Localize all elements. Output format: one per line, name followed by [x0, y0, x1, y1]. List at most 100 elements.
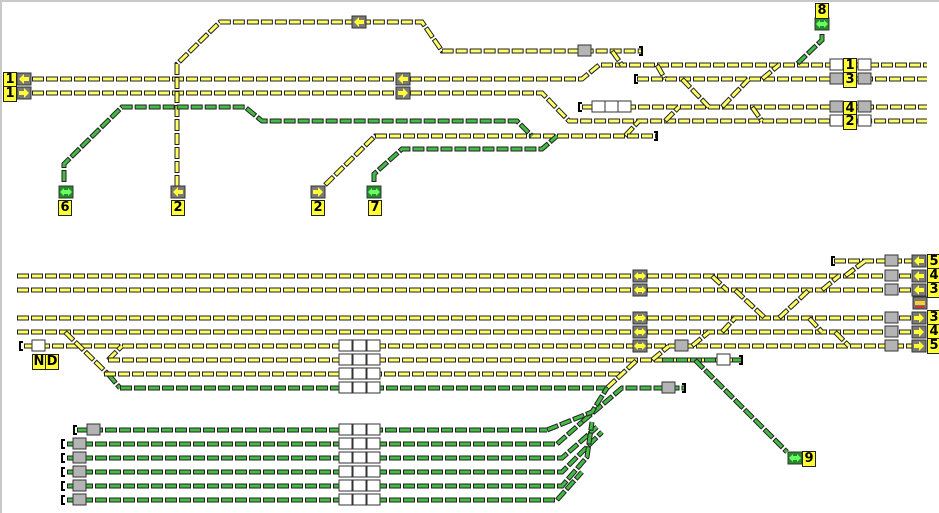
track-section-box[interactable] [884, 325, 899, 338]
platform-section-box[interactable] [857, 72, 872, 85]
track-segment-route-set[interactable] [693, 358, 789, 454]
track-segment[interactable] [32, 90, 927, 124]
track-fill [795, 34, 824, 66]
crossing-section-box[interactable] [366, 339, 381, 352]
platform-section-box[interactable] [829, 100, 844, 113]
arrow-left-icon [914, 271, 924, 281]
crossing-section-box[interactable] [352, 353, 367, 366]
track-section-box[interactable] [661, 381, 676, 394]
crossing-section-box[interactable] [338, 423, 353, 436]
track-segment[interactable] [690, 330, 711, 348]
platform-section-box[interactable] [857, 114, 872, 127]
track-segment[interactable] [63, 330, 110, 376]
track-segment-route-set[interactable] [795, 34, 825, 66]
crossing-section-box[interactable] [338, 437, 353, 450]
track-segment[interactable] [749, 105, 765, 123]
track-segment[interactable] [843, 259, 867, 278]
crossing-section-box[interactable] [366, 479, 381, 492]
platform-section-box[interactable] [857, 58, 872, 71]
track-fill [67, 471, 584, 502]
track-section-box[interactable] [674, 339, 689, 352]
track-section-box[interactable] [716, 353, 731, 366]
crossing-section-box[interactable] [338, 353, 353, 366]
track-segment[interactable] [605, 358, 639, 390]
track-segment[interactable] [654, 63, 668, 81]
track-section-box[interactable] [72, 437, 87, 450]
crossing-section-box[interactable] [338, 493, 353, 506]
crossing-section-box[interactable] [352, 381, 367, 394]
track-segment[interactable] [609, 49, 625, 67]
crossing-section-box[interactable] [352, 465, 367, 478]
crossing-section-box[interactable] [338, 451, 353, 464]
track-segment-route-set[interactable] [67, 421, 595, 489]
crossing-section-box[interactable] [352, 493, 367, 506]
crossing-section-box[interactable] [352, 339, 367, 352]
crossing-section-box[interactable] [366, 451, 381, 464]
track-segment-route-set[interactable] [67, 430, 604, 475]
track-section-box[interactable] [72, 479, 87, 492]
crossing-section-box[interactable] [352, 437, 367, 450]
crossing-section-box[interactable] [352, 367, 367, 380]
crossing-section-box[interactable] [352, 451, 367, 464]
crossing-section-box[interactable] [352, 479, 367, 492]
platform-section-box[interactable] [829, 72, 844, 85]
track-segment[interactable] [777, 288, 811, 320]
crossing-section-box[interactable] [338, 465, 353, 478]
track-segment[interactable] [820, 274, 841, 292]
track-section-box[interactable] [31, 339, 46, 352]
track-segment[interactable] [32, 62, 927, 82]
track-segment[interactable] [663, 105, 681, 123]
track-section-box[interactable] [72, 493, 87, 506]
track-section-box[interactable] [617, 100, 632, 113]
crossing-section-box[interactable] [338, 367, 353, 380]
track-segment[interactable] [733, 288, 767, 320]
track-section-box[interactable] [884, 339, 899, 352]
track-section-box[interactable] [72, 465, 87, 478]
track-section-box[interactable] [884, 254, 899, 267]
track-section-box[interactable] [884, 283, 899, 296]
track-segment-route-set[interactable] [67, 470, 584, 503]
track-segment[interactable] [720, 316, 737, 334]
track-segment[interactable] [833, 330, 851, 348]
buffer-stop [634, 74, 638, 84]
track-section-box[interactable] [604, 100, 619, 113]
track-section-box[interactable] [884, 269, 899, 282]
nd-label-n[interactable]: N [32, 354, 46, 370]
crossing-section-box[interactable] [338, 479, 353, 492]
track-segment[interactable] [680, 77, 711, 109]
track-segment-route-set[interactable] [67, 425, 599, 461]
track-fill [610, 50, 624, 66]
track-segment[interactable] [650, 344, 671, 362]
track-section-box[interactable] [591, 100, 606, 113]
crossing-section-box[interactable] [366, 381, 381, 394]
platform-section-box[interactable] [829, 58, 844, 71]
crossing-section-box[interactable] [366, 353, 381, 366]
crossing-section-box[interactable] [338, 381, 353, 394]
track-segment[interactable] [710, 274, 729, 292]
crossing-section-box[interactable] [366, 437, 381, 450]
track-section-box[interactable] [72, 451, 87, 464]
crossing-section-box[interactable] [352, 423, 367, 436]
buffer-stop [578, 102, 582, 112]
platform-section-box[interactable] [857, 100, 872, 113]
nd-label-d[interactable]: D [45, 354, 59, 370]
crossing-section-box[interactable] [366, 423, 381, 436]
crossing-section-box[interactable] [366, 367, 381, 380]
crossing-section-box[interactable] [366, 493, 381, 506]
track-segment[interactable] [720, 77, 751, 109]
platform-section-box[interactable] [829, 114, 844, 127]
track-segment-route-set[interactable] [67, 420, 584, 447]
track-segment-route-set[interactable] [371, 134, 559, 182]
crossing-section-box[interactable] [366, 465, 381, 478]
track-segment[interactable] [760, 63, 781, 81]
track-segment[interactable] [174, 19, 642, 187]
track-section-box[interactable] [884, 311, 899, 324]
track-section-box[interactable] [577, 44, 592, 57]
track-segment-route-set[interactable] [546, 386, 610, 433]
track-segment[interactable] [323, 133, 657, 187]
track-section-box[interactable] [86, 423, 101, 436]
crossing-section-box[interactable] [338, 339, 353, 352]
track-segment-route-set[interactable] [61, 104, 534, 182]
track-fill [733, 288, 767, 320]
track-segment[interactable] [807, 316, 824, 334]
